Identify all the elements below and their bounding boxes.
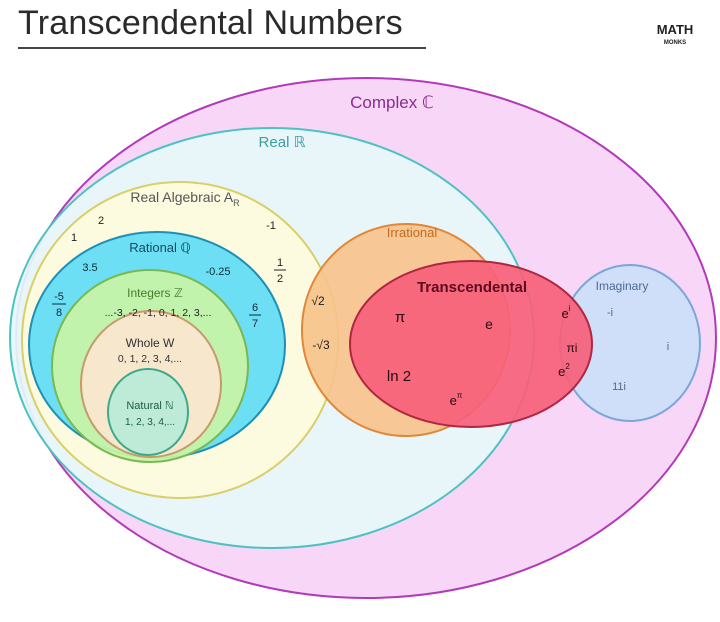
imaginary-member-11i: 11i <box>612 381 626 393</box>
fraction-numerator: 6 <box>252 302 258 314</box>
fraction-numerator: -5 <box>54 291 64 303</box>
imaginary-set-label: Imaginary <box>596 279 649 293</box>
real-algebraic-set-label: Real Algebraic AR <box>130 189 240 208</box>
fraction-denominator: 8 <box>56 307 62 319</box>
rational-member-neg-0-25: -0.25 <box>205 266 230 278</box>
transcendental-member-ln2: ln 2 <box>387 368 411 385</box>
irrational-member-sqrt2: √2 <box>311 294 325 308</box>
transcendental-set-label: Transcendental <box>417 279 527 296</box>
imaginary-member-neg-i: -i <box>607 307 613 319</box>
rational-set-label: Rational ℚ <box>129 240 191 255</box>
fraction-numerator: 1 <box>277 257 283 269</box>
math-monks-logo: MATH MONKS <box>657 22 694 46</box>
rational-member-3-5: 3.5 <box>82 262 97 274</box>
power-e-to-pi: eπ <box>450 391 463 408</box>
real-algebraic-label-sub: R <box>233 198 240 208</box>
logo-text-math: MATH <box>657 22 694 37</box>
fraction-six-sevenths: 6 7 <box>249 302 261 330</box>
real-set-label: Real ℝ <box>259 134 306 151</box>
whole-set-label: Whole W <box>126 336 175 350</box>
natural-set-values: 1, 2, 3, 4,... <box>125 417 175 428</box>
fraction-denominator: 7 <box>252 318 258 330</box>
natural-set-label: Natural ℕ <box>126 400 173 412</box>
title-underline <box>18 47 426 49</box>
complex-set-label: Complex ℂ <box>350 93 434 112</box>
irrational-member-neg-sqrt3: -√3 <box>312 338 330 352</box>
fraction-neg-five-eighths: -5 8 <box>52 291 66 319</box>
algebraic-member-2: 2 <box>98 215 104 227</box>
irrational-set-label: Irrational <box>387 225 438 240</box>
logo-text-monks: MONKS <box>664 40 686 46</box>
transcendental-member-pi: π <box>395 309 405 326</box>
fraction-denominator: 2 <box>277 273 283 285</box>
whole-set-values: 0, 1, 2, 3, 4,... <box>118 353 182 365</box>
page-title: Transcendental Numbers <box>18 4 403 42</box>
algebraic-member-1: 1 <box>71 232 77 244</box>
algebraic-member-neg1: -1 <box>266 220 276 232</box>
integers-set-label: Integers ℤ <box>127 286 183 300</box>
natural-set <box>107 368 189 456</box>
imaginary-member-pi-i: πi <box>567 341 578 355</box>
real-algebraic-label-main: Real Algebraic A <box>130 189 233 205</box>
transcendental-member-e: e <box>485 316 493 332</box>
imaginary-member-i: i <box>667 341 669 353</box>
integers-values: ...-3, -2, -1, 0, 1, 2, 3,... <box>105 307 212 319</box>
power-e-squared: e2 <box>558 362 570 379</box>
fraction-one-half: 1 2 <box>274 257 286 285</box>
transcendental-set <box>349 260 593 428</box>
power-e-to-i: ei <box>561 304 570 321</box>
